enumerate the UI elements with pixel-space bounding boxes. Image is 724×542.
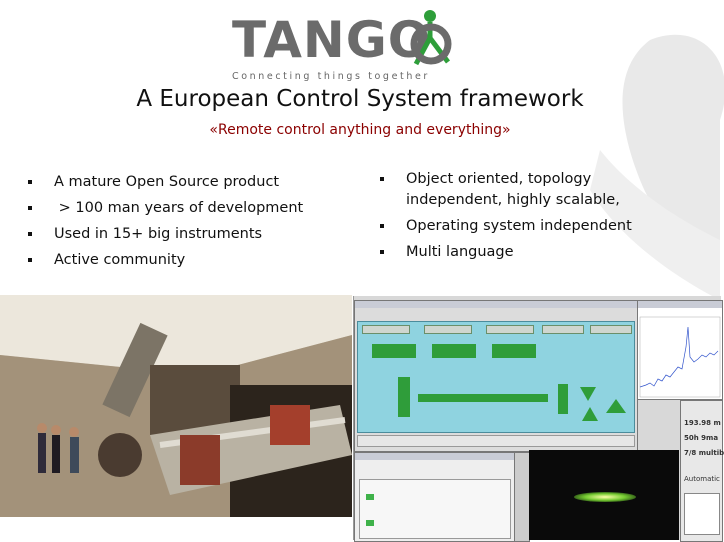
bullet-text: A mature Open Source product — [54, 174, 280, 190]
synoptic-element — [398, 377, 410, 417]
accelerator-illustration — [0, 295, 352, 517]
square-bullet-icon — [380, 223, 384, 228]
window-titlebar — [355, 453, 515, 460]
beam-image — [529, 450, 679, 540]
readout-value: 7/8 multib — [684, 449, 724, 457]
synoptic-button[interactable] — [362, 325, 410, 334]
spectrum-plot-window — [637, 300, 723, 400]
square-bullet-icon — [28, 206, 32, 210]
controls-window — [514, 452, 530, 542]
synoptic-button[interactable] — [590, 325, 632, 334]
status-led — [366, 494, 374, 500]
synoptic-element — [432, 344, 476, 358]
control-gui-screenshots: 193.98 m 50h 9ma 7/8 multib Automatic — [353, 296, 724, 542]
synoptic-element — [372, 344, 416, 358]
square-bullet-icon — [28, 232, 32, 236]
bullet-text: Operating system independent — [406, 217, 632, 234]
window-titlebar — [638, 301, 722, 308]
synoptic-panel — [357, 321, 635, 433]
readout-window: 193.98 m 50h 9ma 7/8 multib Automatic — [680, 400, 724, 542]
list-item: Used in 15+ big instruments — [26, 221, 346, 247]
readout-value: 50h 9ma — [684, 434, 719, 442]
synoptic-button[interactable] — [486, 325, 534, 334]
parameter-window — [354, 452, 516, 542]
list-item: > 100 man years of development — [26, 195, 346, 221]
triangle-icon — [580, 387, 626, 421]
list-item: Multi language — [378, 242, 658, 263]
synoptic-button[interactable] — [542, 325, 584, 334]
synoptic-window — [354, 300, 638, 452]
gauge-bar — [684, 493, 720, 535]
beam-spot — [574, 492, 636, 502]
synoptic-element — [418, 394, 548, 402]
synoptic-button[interactable] — [424, 325, 472, 334]
bullet-text: Used in 15+ big instruments — [54, 226, 263, 242]
logo-tagline: Connecting things together — [232, 71, 430, 82]
logo-wordmark: TANGO — [232, 11, 432, 69]
logo-dancer-icon — [410, 10, 452, 66]
page-title: A European Control System framework — [136, 86, 584, 112]
tango-logo: TANGO Connecting things together — [230, 8, 452, 84]
status-field — [357, 435, 635, 447]
square-bullet-icon — [28, 180, 32, 184]
list-item: Active community — [26, 247, 346, 273]
synoptic-element — [558, 384, 568, 414]
synoptic-element — [492, 344, 536, 358]
readout-value: Automatic — [684, 475, 720, 483]
feature-list-right: Object oriented, topology independent, h… — [378, 169, 658, 268]
square-bullet-icon — [380, 249, 384, 254]
status-led — [366, 520, 374, 526]
spectrum-plot — [639, 316, 721, 398]
list-item: A mature Open Source product — [26, 169, 346, 195]
bullet-text: Object oriented, topology independent, h… — [406, 171, 620, 208]
window-titlebar — [355, 301, 637, 308]
page-subtitle: «Remote control anything and everything» — [209, 122, 511, 138]
square-bullet-icon — [28, 258, 32, 262]
list-item: Object oriented, topology independent, h… — [378, 169, 658, 210]
bullet-text: Active community — [54, 252, 186, 268]
bullet-text: Multi language — [406, 243, 514, 260]
square-bullet-icon — [380, 177, 384, 181]
accelerator-photo — [0, 295, 352, 517]
feature-list-left: A mature Open Source product > 100 man y… — [26, 169, 346, 273]
param-table — [359, 479, 511, 539]
bullet-text: > 100 man years of development — [54, 200, 304, 216]
list-item: Operating system independent — [378, 216, 658, 237]
readout-value: 193.98 m — [684, 419, 721, 427]
